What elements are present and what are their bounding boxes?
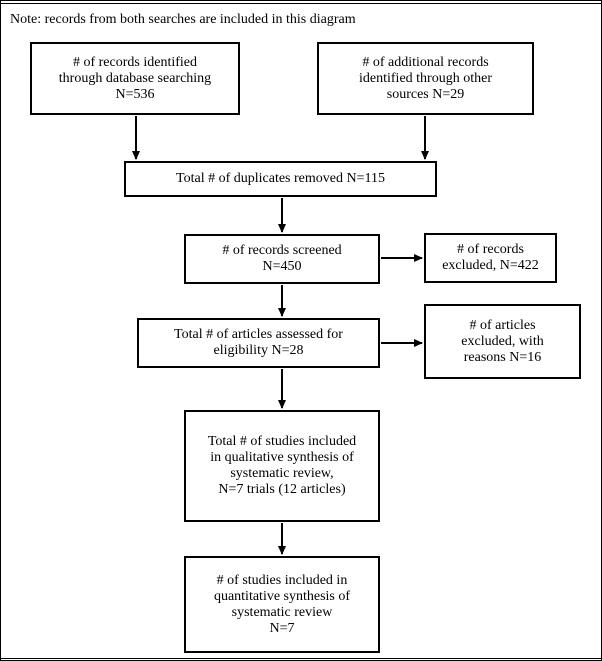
box-records-excluded: # of records excluded, N=422	[424, 233, 557, 283]
box-duplicates-removed-text: Total # of duplicates removed N=115	[176, 171, 385, 186]
box-articles-excluded: # of articles excluded, with reasons N=1…	[424, 304, 581, 379]
box-records-identified-other-text: # of additional records identified throu…	[359, 54, 492, 102]
diagram-note: Note: records from both searches are inc…	[10, 12, 356, 27]
box-duplicates-removed: Total # of duplicates removed N=115	[124, 161, 437, 197]
box-articles-excluded-text: # of articles excluded, with reasons N=1…	[461, 317, 544, 365]
box-records-identified-other: # of additional records identified throu…	[317, 42, 534, 115]
box-articles-assessed-eligibility-text: Total # of articles assessed for eligibi…	[174, 327, 343, 358]
box-qualitative-synthesis-text: Total # of studies included in qualitati…	[207, 434, 357, 497]
box-quantitative-synthesis: # of studies included in quantitative sy…	[184, 556, 380, 653]
box-records-identified-database-text: # of records identified through database…	[58, 54, 212, 102]
box-records-excluded-text: # of records excluded, N=422	[442, 242, 539, 273]
box-quantitative-synthesis-text: # of studies included in quantitative sy…	[213, 572, 351, 636]
box-articles-assessed-eligibility: Total # of articles assessed for eligibi…	[137, 318, 380, 368]
box-records-screened: # of records screened N=450	[184, 234, 380, 284]
box-records-screened-text: # of records screened N=450	[222, 243, 342, 274]
top-rule	[0, 0, 602, 4]
left-border	[0, 0, 1, 661]
box-qualitative-synthesis: Total # of studies included in qualitati…	[184, 410, 380, 522]
box-records-identified-database: # of records identified through database…	[30, 42, 240, 115]
